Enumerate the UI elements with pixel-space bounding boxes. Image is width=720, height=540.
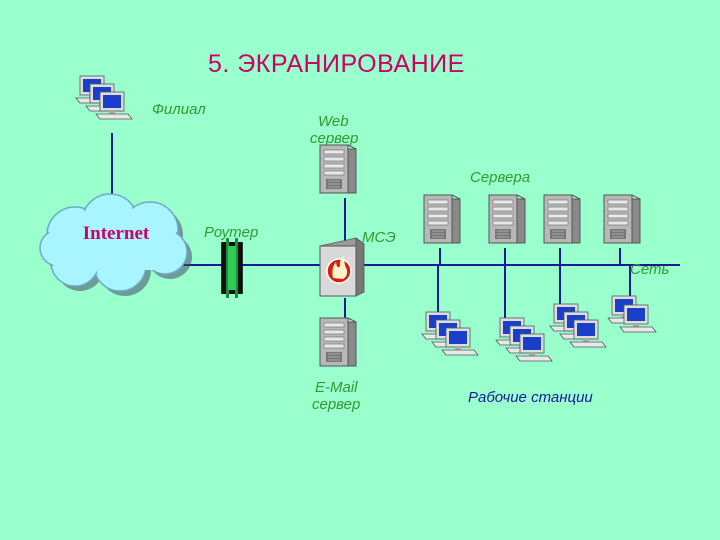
cloud-icon: Internet (39, 193, 192, 296)
web-server-label-line2: сервер (310, 130, 359, 147)
router-label: Роутер (204, 224, 259, 241)
firewall-label: МСЭ (362, 229, 396, 246)
server-icon (543, 194, 581, 244)
web-server-label-line1: Web (318, 113, 349, 130)
workstation-icon (422, 312, 478, 355)
branch-workstations-icon (76, 76, 132, 119)
page-title: 5. ЭКРАНИРОВАНИЕ (208, 50, 465, 78)
network-label: Сеть (630, 261, 670, 278)
workstation-icon (607, 295, 657, 333)
connection-lines (111, 133, 680, 322)
server-icon (423, 194, 461, 244)
mail-server-icon (319, 317, 357, 367)
workstation-icon (496, 318, 552, 361)
servers-label: Сервера (470, 169, 531, 186)
firewall-icon (319, 237, 365, 297)
mail-server-label-line1: E-Mail (315, 379, 358, 396)
branch-label: Филиал (152, 101, 206, 118)
server-icon (488, 194, 526, 244)
workstations-label: Рабочие станции (468, 389, 593, 406)
mail-server-label-line2: сервер (312, 396, 361, 413)
internet-label: Internet (83, 223, 150, 244)
workstation-icon (550, 304, 606, 347)
web-server-icon (319, 144, 357, 194)
router-icon (221, 238, 243, 298)
server-icon (603, 194, 641, 244)
